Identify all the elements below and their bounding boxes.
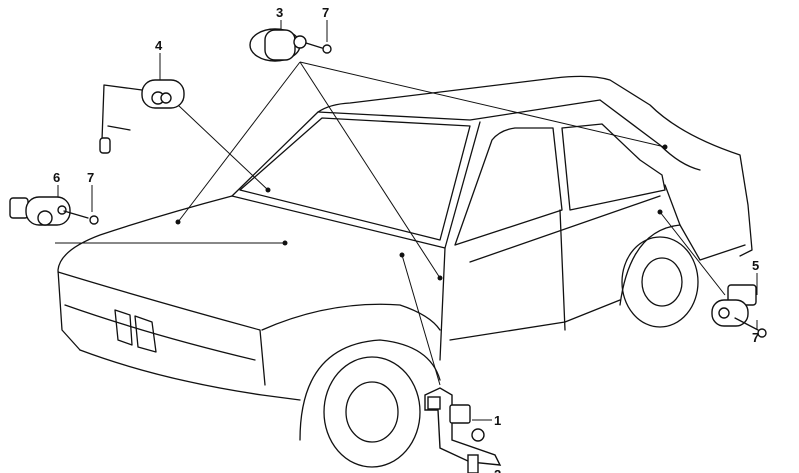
car-body-outline <box>57 75 753 468</box>
callout-5: 5 <box>752 258 759 273</box>
door-contact-switch-part-3[interactable] <box>249 28 332 62</box>
bracket-switch-part-1[interactable] <box>424 387 502 473</box>
switch-with-wire-part-4[interactable] <box>99 79 185 154</box>
callout-6: 6 <box>53 170 60 185</box>
callout-1: 1 <box>494 413 501 428</box>
switch-part-6[interactable] <box>9 196 99 226</box>
callout-4: 4 <box>155 38 163 53</box>
callout-2: 2 <box>494 467 501 473</box>
callout-labels: 3 7 4 6 7 5 7 1 2 <box>53 5 759 473</box>
switch-part-5[interactable] <box>711 284 767 338</box>
callout-3: 3 <box>276 5 283 20</box>
callout-7: 7 <box>322 5 329 20</box>
callout-7: 7 <box>752 330 759 345</box>
leader-lines <box>55 20 758 421</box>
callout-7: 7 <box>87 170 94 185</box>
